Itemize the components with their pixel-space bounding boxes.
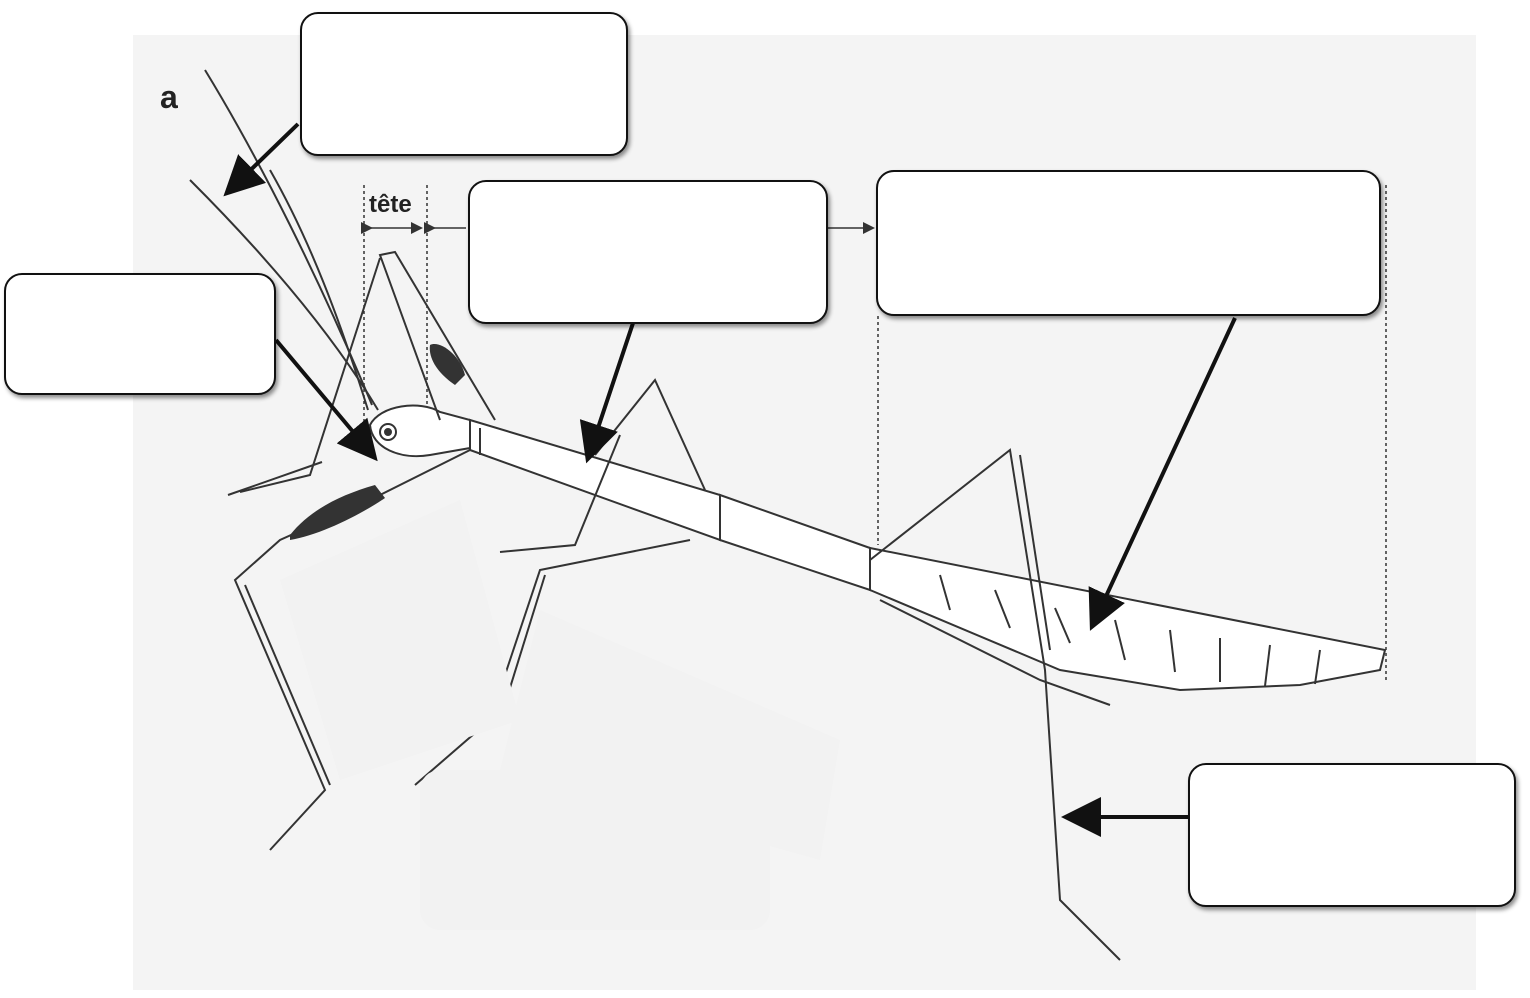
wing-markings xyxy=(290,344,465,540)
abdomen-label-box[interactable] xyxy=(876,170,1381,316)
eye-label-box[interactable] xyxy=(4,273,276,395)
abdomen-dimension xyxy=(877,185,1387,680)
leg-label-box[interactable] xyxy=(1188,763,1516,907)
insect-body xyxy=(368,404,1387,692)
arrow-thorax xyxy=(579,313,638,464)
thorax-label-box[interactable] xyxy=(468,180,828,324)
arrow-eye xyxy=(274,338,378,462)
redacted-patches xyxy=(280,500,840,930)
arrow-abdomen xyxy=(1088,317,1237,631)
antenna-label-box[interactable] xyxy=(300,12,628,156)
legs xyxy=(227,250,1121,961)
label-arrows xyxy=(223,122,1237,837)
abdomen xyxy=(869,546,1387,692)
panel-letter: a xyxy=(160,79,178,115)
head-label: tête xyxy=(369,191,412,218)
arrow-antenna xyxy=(223,122,300,197)
antennae xyxy=(189,69,379,411)
